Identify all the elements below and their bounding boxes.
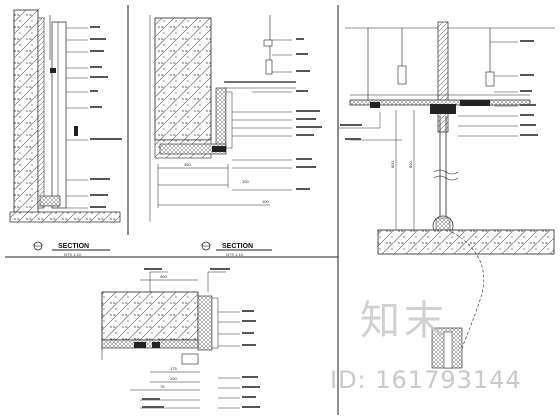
bracket-top [50,68,56,73]
detail-ceiling-post: 800 800 [338,21,555,371]
concrete-column [154,17,212,141]
wall-panel [51,21,67,209]
vertical-post-upper [437,21,449,133]
break-line [433,169,459,175]
sheet-dividers [5,5,339,415]
bracket-mid [74,126,78,136]
leaders-left [66,27,88,209]
detail-lower-section: 400 175 100 75 [101,268,260,409]
note-scribbles-right [340,40,538,140]
note-scribbles-mid [296,38,322,190]
lower-dims [130,271,226,391]
ceiling-hangers [367,28,491,100]
watermark-id: ID: 161793144 [330,366,522,394]
note-scribbles-left [90,26,122,208]
leaders-mid [232,39,292,191]
lower-wall-board [197,295,213,351]
detail-wall-section [9,9,122,223]
leaders-right [338,41,518,141]
skirting-detail [39,195,61,207]
detail-ceiling-corner: 350 100 100 [149,15,322,222]
section-title-2: SECTION NTS 1:10 [201,241,272,257]
post-cap [430,104,456,114]
dim-label-75: 75 [160,384,165,389]
lower-concrete-block [101,291,199,341]
wall-battens [37,17,45,209]
section-scale-text: NTS 1:10 [64,252,82,257]
wall-board-stack [215,87,227,153]
section-title-1: SECTION NTS 1:10 [33,241,110,257]
callout-leader [451,231,484,371]
dimension-lines [157,164,270,208]
section-title-text: SECTION [58,243,89,250]
dim-label-400: 400 [160,274,167,279]
dim-label-800: 800 [390,161,395,168]
dim-label-350: 350 [184,162,191,167]
concrete-wall [13,9,39,216]
section-scale-text-2: NTS 1:10 [226,252,244,257]
watermark-logo: 知末 [360,298,448,344]
section-title-text-2: SECTION [222,243,253,250]
vertical-dims [395,110,415,230]
dim-label-100c: 100 [170,376,177,381]
dim-label-800b: 800 [408,161,413,168]
dim-label-100: 100 [242,179,249,184]
lower-ceiling-board [101,339,199,349]
note-scribbles-lower [142,268,260,408]
floor-slab-left [9,211,121,223]
dim-label-100b: 100 [262,199,269,204]
dim-label-175: 175 [170,366,177,371]
